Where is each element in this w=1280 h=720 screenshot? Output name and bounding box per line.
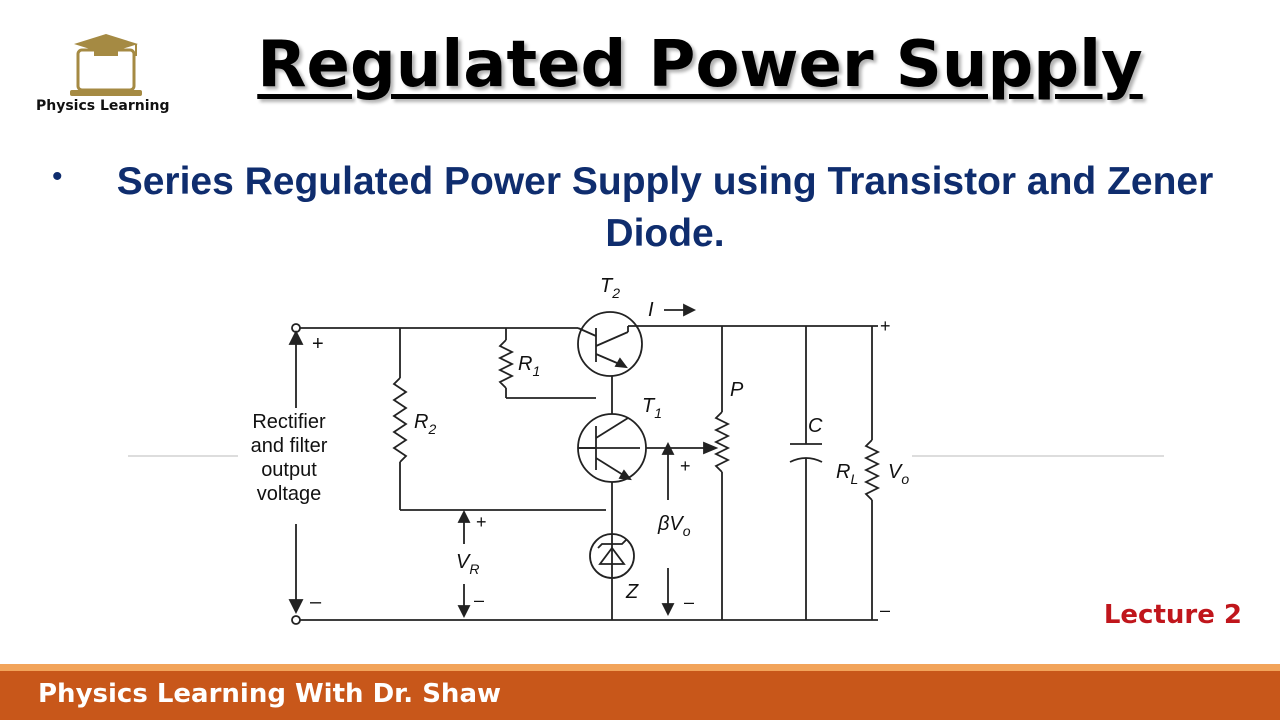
input-plus-label: + [312,333,324,355]
label-z: Z [625,581,639,603]
label-t1: T1 [642,395,662,421]
input-label-line-2: and filter [251,435,328,457]
label-vr: VR [456,551,479,577]
input-label-line-1: Rectifier [252,411,326,433]
resistor-r2 [392,377,408,463]
lecture-label: Lecture 2 [1103,600,1242,630]
input-minus-label: – [310,591,322,613]
label-r2: R2 [414,411,436,437]
logo-text: Physics Learning [36,98,170,114]
label-c: C [808,415,823,437]
circuit-diagram: + – Rectifier and filter output voltage … [128,275,1164,625]
label-t2: T2 [600,275,620,301]
label-rl: RL [836,461,858,487]
potentiometer-p [713,411,731,473]
label-vo: Vo [888,461,909,487]
footer-bar: Physics Learning With Dr. Shaw [0,671,1280,720]
vr-plus: + [476,512,487,532]
resistor-r1 [497,339,515,389]
footer-accent-line [0,664,1280,671]
input-label-line-4: voltage [257,483,322,505]
graduation-cap-laptop-icon [70,34,142,96]
label-beta-vo: βVo [657,513,691,539]
input-label-line-3: output [261,459,317,481]
label-p: P [730,379,744,401]
page-title: Regulated Power Supply [257,28,1143,102]
bullet-dot: • [52,160,63,193]
label-current: I [648,299,654,321]
output-minus: – [880,600,890,620]
input-terminal-bottom [291,615,301,625]
transistor-t2 [577,311,643,377]
resistor-rl [863,439,881,501]
subtitle: Series Regulated Power Supply using Tran… [116,160,1214,255]
beta-plus: + [680,456,691,476]
label-r1: R1 [518,353,540,379]
beta-minus: – [684,592,694,612]
vr-minus: – [474,590,484,610]
output-plus: + [880,316,891,336]
footer-text: Physics Learning With Dr. Shaw [38,679,502,709]
